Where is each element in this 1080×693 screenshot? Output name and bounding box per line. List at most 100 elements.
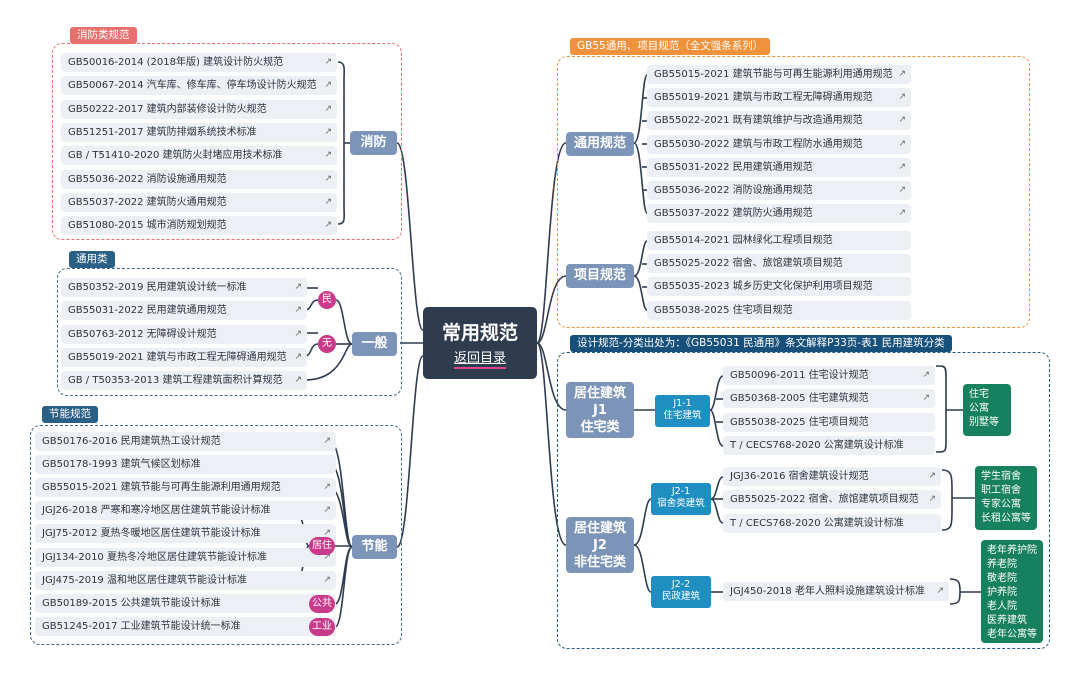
external-link-icon[interactable]: ↗: [323, 505, 331, 516]
spec-item[interactable]: JGJ26-2018 严寒和寒冷地区居住建筑节能设计标准↗: [35, 501, 336, 521]
spec-item[interactable]: GB50189-2015 公共建筑节能设计标准↗: [35, 593, 336, 613]
spec-item[interactable]: GB55022-2021 既有建筑维护与改造通用规范↗: [647, 111, 911, 131]
spec-item[interactable]: GB50176-2016 民用建筑热工设计规范↗: [35, 432, 336, 451]
external-link-icon[interactable]: ↗: [324, 57, 332, 67]
j1-line-0: 居住建筑: [573, 386, 626, 401]
category-j1[interactable]: 居住建筑 J1 住宅类: [566, 382, 634, 438]
category-fire[interactable]: 消防: [350, 131, 397, 155]
spec-item[interactable]: GB55019-2021 建筑与市政工程无障碍通用规范↗: [647, 88, 911, 108]
external-link-icon[interactable]: ↗: [323, 482, 331, 493]
category-general-spec[interactable]: 通用规范: [566, 132, 634, 156]
spec-item-label: GB55015-2021 建筑节能与可再生能源利用通用规范: [42, 482, 281, 494]
spec-item[interactable]: GB55019-2021 建筑与市政工程无障碍通用规范 ↗: [61, 347, 307, 367]
spec-item-label: GB50178-1993 建筑气候区划标准: [42, 459, 201, 471]
spec-item[interactable]: GB50096-2011 住宅设计规范↗: [723, 366, 935, 385]
spec-item[interactable]: GB50763-2012 无障碍设计规范↗: [61, 324, 307, 344]
category-j2[interactable]: 居住建筑 J2 非住宅类: [566, 517, 634, 573]
external-link-icon[interactable]: ↗: [294, 375, 302, 386]
back-to-toc-link[interactable]: 返回目录: [453, 350, 506, 369]
external-link-icon[interactable]: ↗: [324, 126, 332, 137]
spec-item[interactable]: JGJ450-2018 老年人照料设施建筑设计标准↗: [723, 582, 949, 601]
external-link-icon[interactable]: ↗: [898, 138, 906, 149]
sub-j2-1[interactable]: J2-1 宿舍类建筑: [651, 483, 711, 515]
external-link-icon[interactable]: ↗: [294, 282, 302, 292]
external-link-icon[interactable]: ↗: [324, 220, 332, 231]
spec-item[interactable]: GB55025-2022 宿舍、旅馆建筑项目规范: [647, 254, 911, 274]
spec-item[interactable]: JGJ36-2016 宿舍建筑设计规范↗: [723, 467, 941, 486]
type-box-j2-2: 老年养护院 养老院 敬老院 护养院 老人院 医养建筑 老年公寓等: [981, 540, 1043, 643]
external-link-icon[interactable]: ↗: [294, 328, 302, 339]
spec-item[interactable]: GB55014-2021 园林绿化工程项目规范: [647, 231, 911, 250]
spec-item[interactable]: GB51251-2017 建筑防排烟系统技术标准↗: [61, 122, 337, 142]
external-link-icon[interactable]: ↗: [898, 92, 906, 103]
external-link-icon[interactable]: ↗: [324, 173, 332, 184]
spec-item[interactable]: GB50368-2005 住宅建筑规范↗: [723, 389, 935, 409]
external-link-icon[interactable]: ↗: [324, 150, 332, 161]
spec-item[interactable]: T / CECS768-2020 公寓建筑设计标准: [723, 436, 935, 456]
spec-item[interactable]: GB55015-2021 建筑节能与可再生能源利用通用规范 ↗: [35, 478, 336, 498]
spec-item-label: T / CECS768-2020 公寓建筑设计标准: [730, 517, 904, 529]
external-link-icon[interactable]: ↗: [323, 574, 331, 585]
spec-item[interactable]: JGJ75-2012 夏热冬暖地区居住建筑节能设计标准↗: [35, 524, 336, 544]
spec-item[interactable]: JGJ134-2010 夏热冬冷地区居住建筑节能设计标准↗: [35, 547, 336, 567]
category-general[interactable]: 一般: [352, 332, 397, 356]
sub-j1-1[interactable]: J1-1 住宅建筑: [655, 395, 710, 427]
external-link-icon[interactable]: ↗: [898, 161, 906, 172]
spec-item[interactable]: GB55025-2022 宿舍、旅馆建筑项目规范↗: [723, 490, 941, 510]
external-link-icon[interactable]: ↗: [922, 393, 930, 404]
spec-item[interactable]: GB55036-2022 消防设施通用规范↗: [647, 181, 911, 200]
spec-item[interactable]: GB55038-2025 住宅项目规范: [647, 300, 911, 320]
spec-item[interactable]: GB55035-2023 城乡历史文化保护利用项目规范: [647, 277, 911, 297]
spec-item[interactable]: GB55015-2021 建筑节能与可再生能源利用通用规范 ↗: [647, 65, 911, 84]
gb55-group-tag: GB55通用、项目规范（全文强条系列）: [570, 38, 771, 55]
spec-item[interactable]: T / CECS768-2020 公寓建筑设计标准: [723, 513, 941, 533]
external-link-icon[interactable]: ↗: [294, 305, 302, 316]
type-j2-2-4: 老人院: [987, 601, 1017, 612]
external-link-icon[interactable]: ↗: [323, 436, 331, 446]
external-link-icon[interactable]: ↗: [898, 69, 906, 79]
spec-item[interactable]: GB55037-2022 建筑防火通用规范↗: [647, 204, 911, 224]
external-link-icon[interactable]: ↗: [898, 115, 906, 126]
spec-item-label: GB50067-2014 汽车库、修车库、停车场设计防火规范: [68, 80, 317, 92]
spec-item[interactable]: GB51245-2017 工业建筑节能设计统一标准↗: [35, 616, 336, 636]
external-link-icon[interactable]: ↗: [898, 208, 906, 219]
spec-item[interactable]: GB55036-2022 消防设施通用规范↗: [61, 169, 337, 189]
spec-item[interactable]: GB51080-2015 城市消防规划规范↗: [61, 216, 337, 236]
spec-item-label: JGJ475-2019 温和地区居住建筑节能设计标准: [42, 574, 247, 586]
spec-item[interactable]: JGJ475-2019 温和地区居住建筑节能设计标准 ↗: [35, 570, 336, 590]
external-link-icon[interactable]: ↗: [928, 494, 936, 505]
external-link-icon[interactable]: ↗: [936, 586, 944, 596]
spec-item[interactable]: GB55030-2022 建筑与市政工程防水通用规范↗: [647, 134, 911, 154]
external-link-icon[interactable]: ↗: [294, 351, 302, 362]
spec-item[interactable]: GB50016-2014 (2018年版) 建筑设计防火规范↗: [61, 53, 337, 72]
spec-item[interactable]: GB55038-2025 住宅项目规范: [723, 412, 935, 432]
external-link-icon[interactable]: ↗: [324, 103, 332, 114]
external-link-icon[interactable]: ↗: [898, 185, 906, 195]
spec-item-label: GB55019-2021 建筑与市政工程无障碍通用规范: [68, 351, 287, 363]
spec-item-label: GB50222-2017 建筑内部装修设计防火规范: [68, 103, 267, 115]
type-j2-2-6: 老年公寓等: [987, 629, 1037, 640]
external-link-icon[interactable]: ↗: [323, 528, 331, 539]
spec-item[interactable]: GB55031-2022 民用建筑通用规范↗: [61, 301, 307, 321]
external-link-icon[interactable]: ↗: [324, 196, 332, 207]
category-project-spec[interactable]: 项目规范: [566, 264, 634, 288]
category-energy[interactable]: 节能: [352, 535, 397, 559]
external-link-icon[interactable]: ↗: [323, 551, 331, 562]
spec-item[interactable]: GB50222-2017 建筑内部装修设计防火规范 ↗: [61, 99, 337, 119]
spec-item[interactable]: GB55031-2022 民用建筑通用规范↗: [647, 157, 911, 177]
spec-item-label: GB55015-2021 建筑节能与可再生能源利用通用规范: [654, 69, 893, 80]
spec-item[interactable]: GB55037-2022 建筑防火通用规范↗: [61, 192, 337, 212]
spec-item[interactable]: GB / T50353-2013 建筑工程建筑面积计算规范↗: [61, 371, 307, 391]
sub-j2-2[interactable]: J2-2 民政建筑: [651, 576, 711, 608]
sub-j2-1-name: 宿舍类建筑: [657, 498, 705, 509]
spec-item[interactable]: GB / T51410-2020 建筑防火封堵应用技术标准↗: [61, 146, 337, 166]
spec-item-label: GB55035-2023 城乡历史文化保护利用项目规范: [654, 281, 873, 293]
spec-item[interactable]: GB50067-2014 汽车库、修车库、停车场设计防火规范 ↗: [61, 76, 337, 96]
spec-item[interactable]: GB50178-1993 建筑气候区划标准: [35, 455, 336, 475]
pill-juzhu: 居住: [309, 537, 335, 555]
external-link-icon[interactable]: ↗: [922, 370, 930, 380]
external-link-icon[interactable]: ↗: [324, 80, 332, 91]
external-link-icon[interactable]: ↗: [928, 471, 936, 481]
gb55-group-box: [557, 56, 1030, 328]
spec-item[interactable]: GB50352-2019 民用建筑设计统一标准↗: [61, 278, 307, 297]
